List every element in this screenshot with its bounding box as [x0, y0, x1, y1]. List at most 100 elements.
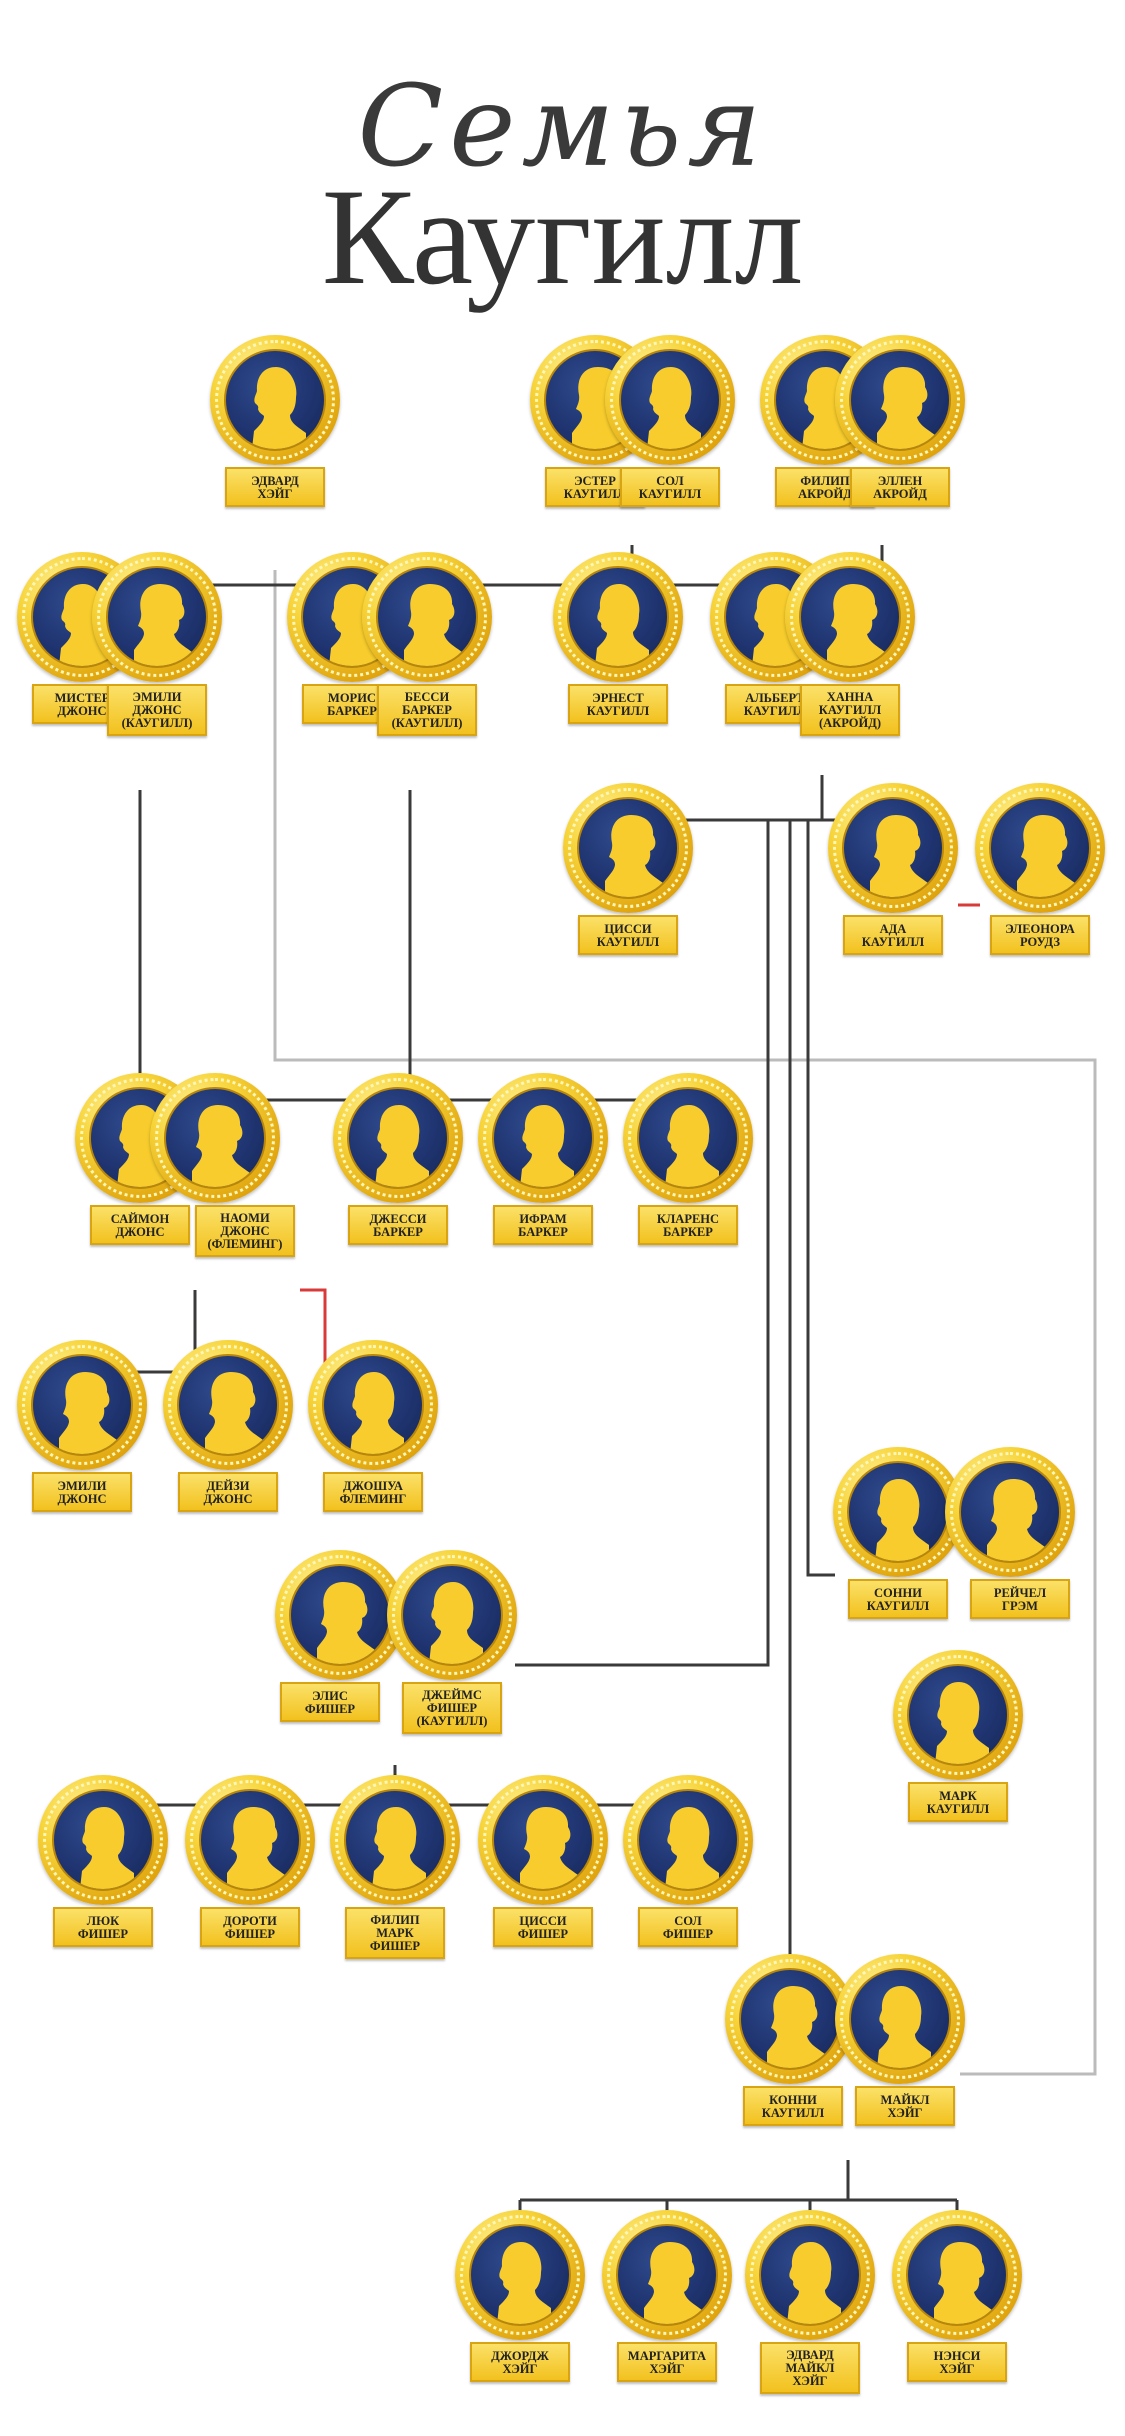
- female-silhouette-icon: [644, 2242, 702, 2324]
- portrait-medallion-konni-kaugill: [725, 1954, 855, 2084]
- name-plate-konni-kaugill: КОННИ КАУГИЛЛ: [743, 2086, 843, 2126]
- portrait-medallion-emili-jones-kaugill: [92, 552, 222, 682]
- male-silhouette-icon: [497, 2242, 551, 2324]
- title-script: Семья: [357, 62, 768, 192]
- name-plate-jeyms-fisher-kaugill: ДЖЕЙМС ФИШЕР (КАУГИЛЛ): [402, 1682, 502, 1734]
- male-silhouette-icon: [350, 1372, 404, 1454]
- male-silhouette-icon: [595, 584, 649, 666]
- portrait-medallion-nensi-heyg: [892, 2210, 1022, 2340]
- female-silhouette-icon: [1017, 815, 1075, 897]
- link-albert-jeyms: [515, 820, 770, 1667]
- portrait-medallion-lyuk-fisher: [38, 1775, 168, 1905]
- portrait-medallion-ellen-akroyd: [835, 335, 965, 465]
- male-silhouette-icon: [429, 1582, 483, 1664]
- male-silhouette-icon: [252, 367, 306, 449]
- portrait-medallion-edvard-heyg: [210, 335, 340, 465]
- male-silhouette-icon: [665, 1105, 719, 1187]
- name-plate-sol-kaugill: СОЛ КАУГИЛЛ: [620, 467, 720, 507]
- portrait-medallion-margarita-heyg: [602, 2210, 732, 2340]
- female-silhouette-icon: [404, 584, 462, 666]
- name-plate-reychel-grem: РЕЙЧЕЛ ГРЭМ: [970, 1579, 1070, 1619]
- name-plate-maykl-heyg: МАЙКЛ ХЭЙГ: [855, 2086, 955, 2126]
- female-silhouette-icon: [317, 1582, 375, 1664]
- portrait-medallion-tsissi-kaugill: [563, 783, 693, 913]
- male-silhouette-icon: [665, 1807, 719, 1889]
- female-silhouette-icon: [767, 1986, 825, 2068]
- link-albert-sonni: [806, 820, 835, 1577]
- male-silhouette-icon: [647, 367, 701, 449]
- male-silhouette-icon: [372, 1807, 426, 1889]
- male-silhouette-icon: [935, 1682, 989, 1764]
- portrait-medallion-klarens-barker: [623, 1073, 753, 1203]
- female-silhouette-icon: [877, 367, 935, 449]
- name-plate-deyzi-jones: ДЕЙЗИ ДЖОНС: [178, 1472, 278, 1512]
- portrait-medallion-sonni-kaugill: [833, 1447, 963, 1577]
- female-silhouette-icon: [605, 815, 663, 897]
- name-plate-emili-jones: ЭМИЛИ ДЖОНС: [32, 1472, 132, 1512]
- portrait-medallion-filip-mark-fisher: [330, 1775, 460, 1905]
- portrait-medallion-ada-kaugill: [828, 783, 958, 913]
- portrait-medallion-jeyms-fisher-kaugill: [387, 1550, 517, 1680]
- male-silhouette-icon: [375, 1105, 429, 1187]
- portrait-medallion-eleonora-rouds: [975, 783, 1105, 913]
- name-plate-hanna-kaugill-akroyd: ХАННА КАУГИЛЛ (АКРОЙД): [800, 684, 900, 736]
- portrait-medallion-joshua-fleming: [308, 1340, 438, 1470]
- portrait-medallion-jorj-heyg: [455, 2210, 585, 2340]
- female-silhouette-icon: [192, 1105, 250, 1187]
- name-plate-tsissi-kaugill: ЦИССИ КАУГИЛЛ: [578, 915, 678, 955]
- portrait-medallion-mark-kaugill: [893, 1650, 1023, 1780]
- page-title: Каугилл: [321, 160, 804, 313]
- portrait-medallion-maykl-heyg: [835, 1954, 965, 2084]
- name-plate-klarens-barker: КЛАРЕНС БАРКЕР: [638, 1205, 738, 1245]
- name-plate-nensi-heyg: НЭНСИ ХЭЙГ: [907, 2342, 1007, 2382]
- name-plate-saymon-jones: САЙМОН ДЖОНС: [90, 1205, 190, 1245]
- name-plate-bessi-barker-kaugill: БЕССИ БАРКЕР (КАУГИЛЛ): [377, 684, 477, 736]
- name-plate-jorj-heyg: ДЖОРДЖ ХЭЙГ: [470, 2342, 570, 2382]
- name-plate-mark-kaugill: МАРК КАУГИЛЛ: [908, 1782, 1008, 1822]
- name-plate-emili-jones-kaugill: ЭМИЛИ ДЖОНС (КАУГИЛЛ): [107, 684, 207, 736]
- link-edvard-maykl: [273, 570, 1097, 2076]
- female-silhouette-icon: [134, 584, 192, 666]
- name-plate-tsissi-fisher: ЦИССИ ФИШЕР: [493, 1907, 593, 1947]
- name-plate-ada-kaugill: АДА КАУГИЛЛ: [843, 915, 943, 955]
- male-silhouette-icon: [787, 2242, 841, 2324]
- male-silhouette-icon: [875, 1479, 929, 1561]
- portrait-medallion-naomi-jones-fleming: [150, 1073, 280, 1203]
- name-plate-ifram-barker: ИФРАМ БАРКЕР: [493, 1205, 593, 1245]
- portrait-medallion-ifram-barker: [478, 1073, 608, 1203]
- female-silhouette-icon: [827, 584, 885, 666]
- name-plate-edvard-heyg: ЭДВАРД ХЭЙГ: [225, 467, 325, 507]
- female-silhouette-icon: [227, 1807, 285, 1889]
- name-plate-filip-mark-fisher: ФИЛИП МАРК ФИШЕР: [345, 1907, 445, 1959]
- name-plate-sonni-kaugill: СОННИ КАУГИЛЛ: [848, 1579, 948, 1619]
- portrait-medallion-sol-kaugill: [605, 335, 735, 465]
- portrait-medallion-edvard-maykl-heyg: [745, 2210, 875, 2340]
- portrait-medallion-emili-jones: [17, 1340, 147, 1470]
- female-silhouette-icon: [520, 1807, 578, 1889]
- female-silhouette-icon: [870, 815, 928, 897]
- portrait-medallion-ernest-kaugill: [553, 552, 683, 682]
- portrait-medallion-deyzi-jones: [163, 1340, 293, 1470]
- female-silhouette-icon: [59, 1372, 117, 1454]
- name-plate-sol-fisher: СОЛ ФИШЕР: [638, 1907, 738, 1947]
- portrait-medallion-hanna-kaugill-akroyd: [785, 552, 915, 682]
- name-plate-jessi-barker: ДЖЕССИ БАРКЕР: [348, 1205, 448, 1245]
- name-plate-doroti-fisher: ДОРОТИ ФИШЕР: [200, 1907, 300, 1947]
- name-plate-naomi-jones-fleming: НАОМИ ДЖОНС (ФЛЕМИНГ): [195, 1205, 295, 1257]
- male-silhouette-icon: [80, 1807, 134, 1889]
- portrait-medallion-tsissi-fisher: [478, 1775, 608, 1905]
- female-silhouette-icon: [987, 1479, 1045, 1561]
- female-silhouette-icon: [934, 2242, 992, 2324]
- portrait-medallion-doroti-fisher: [185, 1775, 315, 1905]
- name-plate-edvard-maykl-heyg: ЭДВАРД МАЙКЛ ХЭЙГ: [760, 2342, 860, 2394]
- name-plate-elis-fisher: ЭЛИС ФИШЕР: [280, 1682, 380, 1722]
- name-plate-ellen-akroyd: ЭЛЛЕН АКРОЙД: [850, 467, 950, 507]
- male-silhouette-icon: [520, 1105, 574, 1187]
- name-plate-ernest-kaugill: ЭРНЕСТ КАУГИЛЛ: [568, 684, 668, 724]
- portrait-medallion-bessi-barker-kaugill: [362, 552, 492, 682]
- portrait-medallion-reychel-grem: [945, 1447, 1075, 1577]
- portrait-medallion-jessi-barker: [333, 1073, 463, 1203]
- portrait-medallion-elis-fisher: [275, 1550, 405, 1680]
- female-silhouette-icon: [205, 1372, 263, 1454]
